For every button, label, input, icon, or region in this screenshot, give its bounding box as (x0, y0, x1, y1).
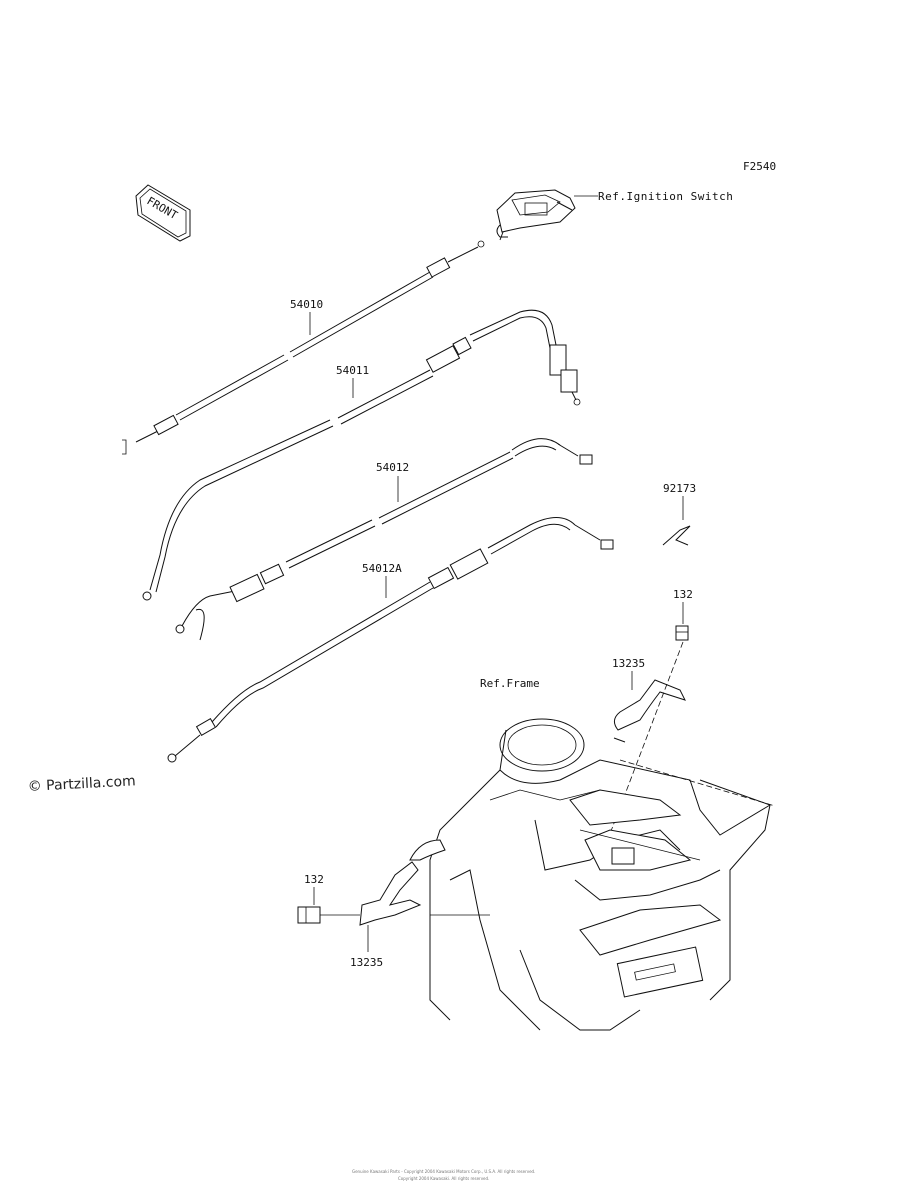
cable-54012a (167, 517, 614, 763)
part-92173: 92173 (663, 482, 696, 495)
bolt-top-part (675, 625, 689, 641)
front-arrow-icon: FRONT (135, 184, 191, 242)
cable-54012 (175, 438, 593, 641)
cable-54011 (142, 309, 581, 601)
part-132-left: 132 (304, 873, 324, 886)
clip-part (662, 525, 691, 546)
clamp-left-part (359, 861, 422, 926)
part-13235-top: 13235 (612, 657, 645, 670)
ref-frame-label: Ref.Frame (480, 677, 540, 690)
cable-54010 (122, 240, 485, 455)
part-132-top: 132 (673, 588, 693, 601)
part-54012a: 54012A (362, 562, 402, 575)
part-54012: 54012 (376, 461, 409, 474)
bolt-left-part (297, 906, 360, 924)
ignition-switch-part (496, 189, 598, 241)
clamp-top-part (613, 679, 686, 743)
part-13235-left: 13235 (350, 956, 383, 969)
part-54010: 54010 (290, 298, 323, 311)
footer-line-2: Copyright 2004 Kawasaki. All rights rese… (398, 1176, 489, 1181)
watermark: © Partzilla.com (27, 773, 136, 795)
part-54011: 54011 (336, 364, 369, 377)
ref-ignition-switch-label: Ref.Ignition Switch (598, 190, 733, 203)
frame-drawing (409, 718, 776, 1031)
diagram-code: F2540 (743, 160, 776, 173)
footer-line-1: Genuine Kawasaki Parts - Copyright 2004 … (352, 1169, 535, 1174)
